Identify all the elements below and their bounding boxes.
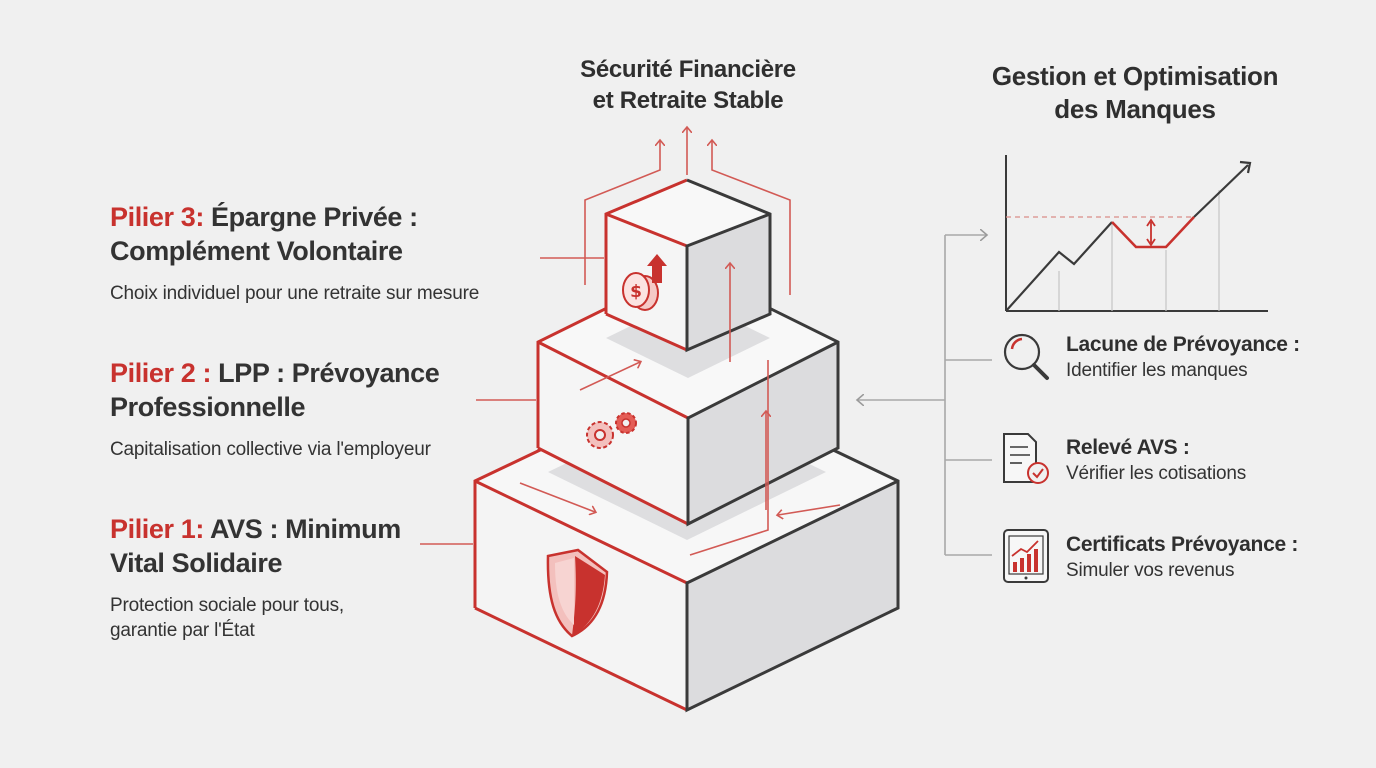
pillar-3-heading: Pilier 3: Épargne Privée : Complément Vo… — [110, 200, 520, 268]
pillar-1-title: AVS : Minimum — [203, 514, 401, 544]
pillar-3-block — [604, 178, 772, 353]
coin-growth-icon: $ — [622, 254, 667, 311]
tool-certificats-prevoyance: Certificats Prévoyance : Simuler vos rev… — [1066, 531, 1366, 584]
pillar-1-description: Protection sociale pour tous, garantie p… — [110, 593, 520, 643]
pillar-1-desc-line-2: garantie par l'État — [110, 620, 255, 641]
right-panel-title: Gestion et Optimisation des Manques — [960, 60, 1310, 126]
pillar-3-title: Épargne Privée : — [203, 202, 418, 232]
top-title-line-1: Sécurité Financière — [580, 56, 796, 83]
tool-1-subtitle: Identifier les manques — [1066, 360, 1248, 381]
pillar-3-desc-line-1: Choix individuel pour une retraite sur m… — [110, 283, 480, 304]
pillar-2-prefix: Pilier 2 : — [110, 358, 212, 388]
pillar-3-prefix: Pilier 3: — [110, 202, 204, 232]
pillar-2-heading: Pilier 2 : LPP : Prévoyance Professionne… — [110, 356, 520, 424]
pillar-1-heading: Pilier 1: AVS : Minimum Vital Solidaire — [110, 512, 520, 580]
tool-2-title: Relevé AVS : — [1066, 436, 1190, 459]
pillar-2-description: Capitalisation collective via l'employeu… — [110, 437, 520, 462]
pillar-1-prefix: Pilier 1: — [110, 514, 204, 544]
document-check-icon — [1003, 433, 1049, 484]
pillar-2-title-line-2: Professionnelle — [110, 392, 306, 422]
magnifier-icon — [1003, 333, 1049, 380]
tool-releve-avs: Relevé AVS : Vérifier les cotisations — [1066, 434, 1366, 487]
top-title-line-2: et Retraite Stable — [592, 87, 784, 114]
connector-lines — [858, 235, 992, 556]
tablet-chart-icon — [1003, 529, 1049, 583]
pillar-1-desc-line-1: Protection sociale pour tous, — [110, 595, 344, 616]
pillar-3-description: Choix individuel pour une retraite sur m… — [110, 281, 520, 306]
tool-1-title: Lacune de Prévoyance : — [1066, 333, 1300, 356]
pillar-3-label: Pilier 3: Épargne Privée : Complément Vo… — [110, 200, 520, 306]
tool-3-subtitle: Simuler vos revenus — [1066, 560, 1235, 581]
pillar-2-desc-line-1: Capitalisation collective via l'employeu… — [110, 439, 431, 460]
pillar-3-title-line-2: Complément Volontaire — [110, 236, 403, 266]
pillar-2-label: Pilier 2 : LPP : Prévoyance Professionne… — [110, 356, 520, 462]
svg-text:$: $ — [630, 282, 642, 302]
tool-lacune-prevoyance: Lacune de Prévoyance : Identifier les ma… — [1066, 331, 1366, 384]
pillar-1-title-line-2: Vital Solidaire — [110, 548, 283, 578]
right-title-line-1: Gestion et Optimisation — [991, 61, 1279, 91]
top-title: Sécurité Financière et Retraite Stable — [548, 54, 828, 116]
gap-chart — [1005, 155, 1268, 312]
tool-2-subtitle: Vérifier les cotisations — [1066, 463, 1246, 484]
right-title-line-2: des Manques — [1054, 94, 1216, 124]
pillar-1-label: Pilier 1: AVS : Minimum Vital Solidaire … — [110, 512, 520, 643]
tool-3-title: Certificats Prévoyance : — [1066, 533, 1299, 556]
pillar-2-title: LPP : Prévoyance — [211, 358, 440, 388]
flow-arrows — [420, 128, 841, 556]
gears-icon — [586, 412, 637, 449]
shield-icon — [546, 548, 609, 638]
